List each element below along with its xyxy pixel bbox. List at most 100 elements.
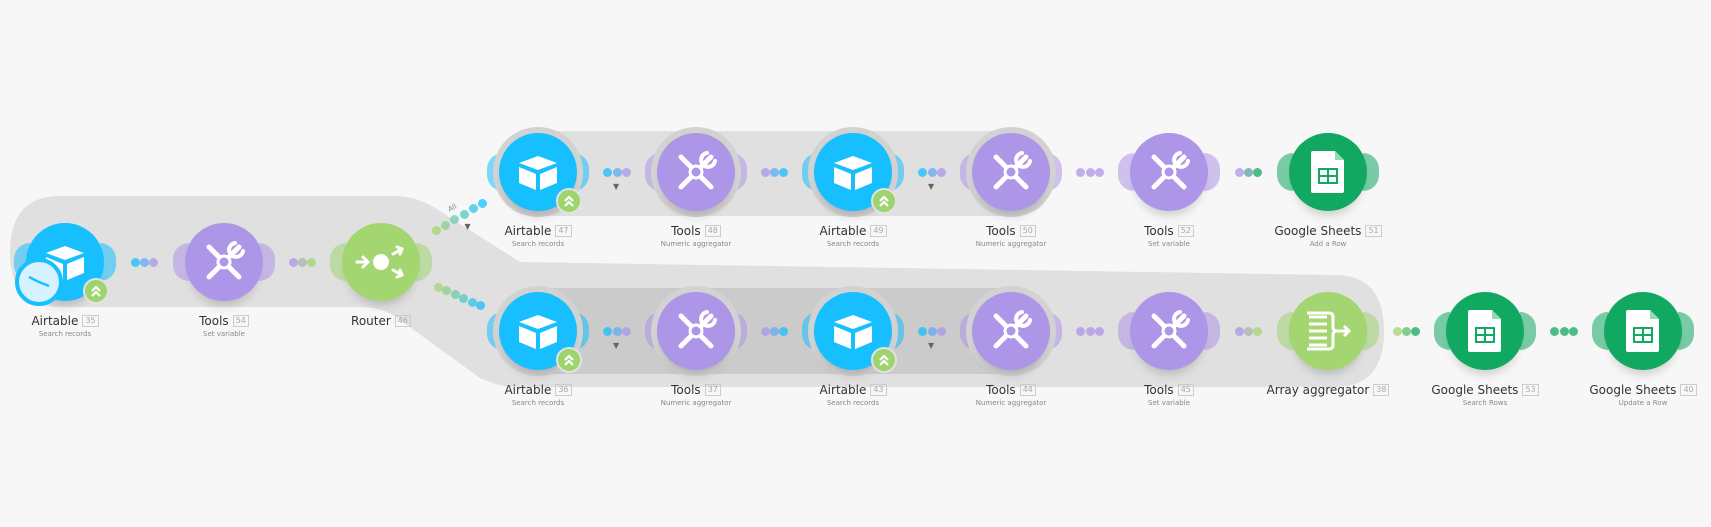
link-dot[interactable] — [442, 286, 452, 296]
link-dot[interactable] — [476, 301, 486, 311]
link-dot[interactable] — [770, 167, 779, 177]
connection-handle-right[interactable] — [1520, 312, 1536, 350]
chevron-up-double-icon — [871, 347, 897, 373]
tools-icon[interactable] — [657, 292, 735, 370]
link-dot[interactable] — [1076, 167, 1086, 177]
tools-icon[interactable] — [972, 133, 1050, 211]
tools-icon[interactable] — [1130, 292, 1208, 370]
link-dot[interactable] — [478, 199, 488, 209]
module-app-name: Tools — [671, 224, 701, 238]
link-dot[interactable] — [918, 326, 928, 336]
link-dot[interactable] — [140, 257, 149, 267]
connection-handle-right[interactable] — [416, 243, 432, 281]
schedule-clock-icon[interactable] — [15, 258, 63, 306]
tools-icon[interactable] — [972, 292, 1050, 370]
sheets-icon[interactable] — [1446, 292, 1524, 370]
module-app-name: Google Sheets — [1431, 383, 1519, 397]
module-app-name: Tools — [986, 224, 1016, 238]
filter-icon[interactable]: ▼ — [613, 182, 620, 191]
link-dot[interactable] — [298, 257, 307, 267]
module-app-name: Router — [351, 314, 391, 328]
link-dot[interactable] — [433, 282, 443, 292]
link-dot[interactable] — [450, 215, 460, 225]
tools-icon[interactable] — [185, 223, 263, 301]
connection-handle-right[interactable] — [1678, 312, 1694, 350]
airtable-icon[interactable] — [814, 133, 892, 211]
link-dot[interactable] — [1253, 167, 1263, 177]
link-dot[interactable] — [1076, 326, 1086, 336]
module-id-badge: 37 — [704, 384, 721, 396]
link-dot[interactable] — [603, 167, 613, 177]
link-dot[interactable] — [1550, 326, 1560, 336]
link-dot[interactable] — [770, 326, 779, 336]
link-dot[interactable] — [1234, 167, 1244, 177]
connection-handle-right[interactable] — [1204, 153, 1220, 191]
link-dot[interactable] — [149, 257, 159, 267]
link-dot[interactable] — [1085, 167, 1095, 177]
link-dot[interactable] — [603, 326, 613, 336]
link-dot[interactable] — [1402, 326, 1411, 336]
filter-icon[interactable]: ▼ — [928, 182, 935, 191]
link-dot[interactable] — [621, 167, 631, 177]
link-dot[interactable] — [450, 290, 460, 300]
link-dot[interactable] — [1244, 167, 1253, 177]
sheets-icon[interactable] — [1604, 292, 1682, 370]
sheets-icon[interactable] — [1289, 133, 1367, 211]
filter-icon[interactable]: ▼ — [928, 341, 935, 350]
connection-handle-right[interactable] — [100, 243, 116, 281]
connection-handle-right[interactable] — [1363, 153, 1379, 191]
link-dot[interactable] — [760, 326, 770, 336]
link-dot[interactable] — [1559, 326, 1569, 336]
chevron-up-double-icon — [83, 278, 109, 304]
connection-handle-right[interactable] — [1204, 312, 1220, 350]
module-app-name: Airtable — [819, 224, 867, 238]
link-dot[interactable] — [621, 326, 631, 336]
module-action: Set variable — [203, 330, 245, 338]
link-dot[interactable] — [1094, 167, 1104, 177]
module-app-name: Tools — [1144, 383, 1174, 397]
link-dot[interactable] — [779, 167, 789, 177]
filter-icon[interactable]: ▼ — [613, 341, 620, 350]
link-dot[interactable] — [1244, 326, 1253, 336]
link-dot[interactable] — [927, 167, 937, 177]
aggregator-icon[interactable] — [1289, 292, 1367, 370]
link-dot[interactable] — [1253, 326, 1263, 336]
link-dot[interactable] — [1094, 326, 1104, 336]
connection-handle-right[interactable] — [1363, 312, 1379, 350]
link-dot[interactable] — [431, 225, 441, 235]
module-app-name: Airtable — [31, 314, 79, 328]
link-dot[interactable] — [467, 297, 477, 307]
module-action: Search records — [38, 330, 92, 338]
link-dot[interactable] — [307, 257, 317, 267]
link-dot[interactable] — [288, 257, 298, 267]
link-dot[interactable] — [936, 167, 946, 177]
link-dot[interactable] — [612, 167, 622, 177]
link-dot[interactable] — [459, 293, 469, 303]
module-action: Numeric aggregator — [975, 399, 1047, 407]
router-icon[interactable] — [342, 223, 420, 301]
link-dot[interactable] — [1411, 326, 1421, 336]
link-dot[interactable] — [1234, 326, 1244, 336]
module-app-name: Airtable — [819, 383, 867, 397]
link-dot[interactable] — [459, 209, 469, 219]
link-dot[interactable] — [130, 257, 140, 267]
filter-icon[interactable]: ▼ — [464, 222, 471, 231]
link-dot[interactable] — [936, 326, 946, 336]
link-dot[interactable] — [1568, 326, 1578, 336]
module-action: Add a Row — [1309, 240, 1347, 248]
link-dot[interactable] — [918, 167, 928, 177]
tools-icon[interactable] — [657, 133, 735, 211]
link-dot[interactable] — [612, 326, 622, 336]
link-dot[interactable] — [440, 220, 450, 230]
connection-handle-right[interactable] — [259, 243, 275, 281]
link-dot[interactable] — [760, 167, 770, 177]
link-dot[interactable] — [469, 204, 479, 214]
link-dot[interactable] — [1392, 326, 1402, 336]
module-action: Numeric aggregator — [975, 240, 1047, 248]
link-dot[interactable] — [927, 326, 937, 336]
tools-icon[interactable] — [1130, 133, 1208, 211]
link-dot[interactable] — [1085, 326, 1095, 336]
link-dot[interactable] — [779, 326, 789, 336]
